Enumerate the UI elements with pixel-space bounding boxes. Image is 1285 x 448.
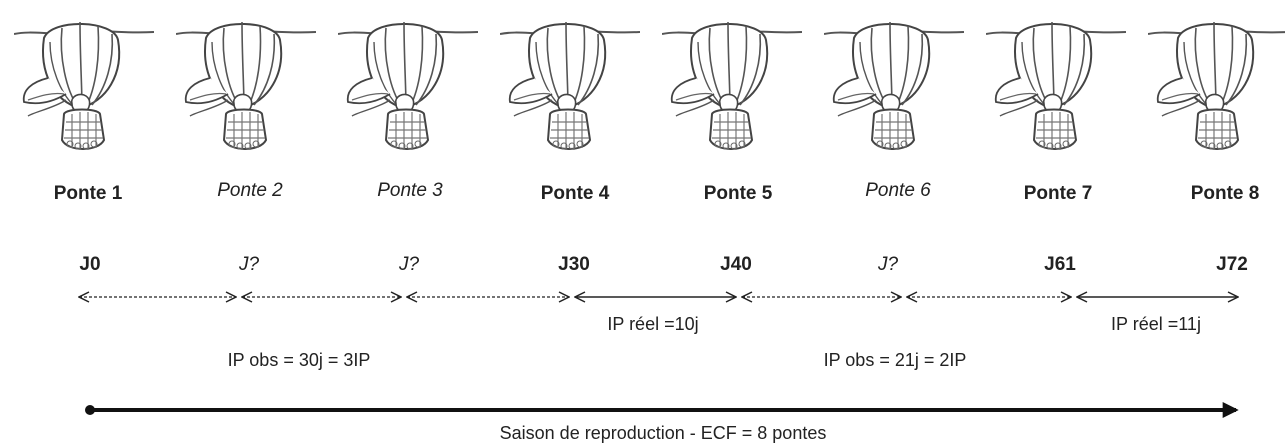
nest-icon [500, 21, 640, 151]
day-label: J72 [1216, 254, 1248, 275]
day-label: J40 [720, 254, 752, 275]
season-label: Saison de reproduction - ECF = 8 pontes [499, 423, 827, 443]
ponte-label: Ponte 4 [540, 183, 610, 204]
day-label: J? [877, 254, 899, 275]
day-label: J0 [79, 254, 101, 275]
ponte-label: Ponte 3 [377, 180, 443, 201]
nest-icon [986, 21, 1126, 151]
ponte-label: Ponte 1 [53, 183, 123, 204]
day-label: J? [238, 254, 260, 275]
day-label: J61 [1044, 254, 1076, 275]
ip-obs-annotation-1: IP obs = 30j = 3IP [227, 350, 371, 370]
ponte-label: Ponte 7 [1023, 183, 1093, 204]
ponte-label: Ponte 8 [1190, 183, 1260, 204]
nest-icon [824, 21, 964, 151]
ip-reel-annotation-1: IP réel =10j [607, 314, 699, 334]
ip-obs-annotation-2: IP obs = 21j = 2IP [823, 350, 967, 370]
nest-icon [662, 21, 802, 151]
day-label: J30 [558, 254, 590, 275]
ponte-label: Ponte 2 [217, 180, 283, 201]
nest-icon [14, 21, 154, 151]
ip-reel-annotation-2: IP réel =11j [1111, 314, 1201, 334]
ponte-label: Ponte 5 [703, 183, 773, 204]
day-label: J? [398, 254, 420, 275]
ponte-label: Ponte 6 [865, 180, 931, 201]
nest-icon [1148, 21, 1285, 151]
nest-icon [176, 21, 316, 151]
nest-icon [338, 21, 478, 151]
